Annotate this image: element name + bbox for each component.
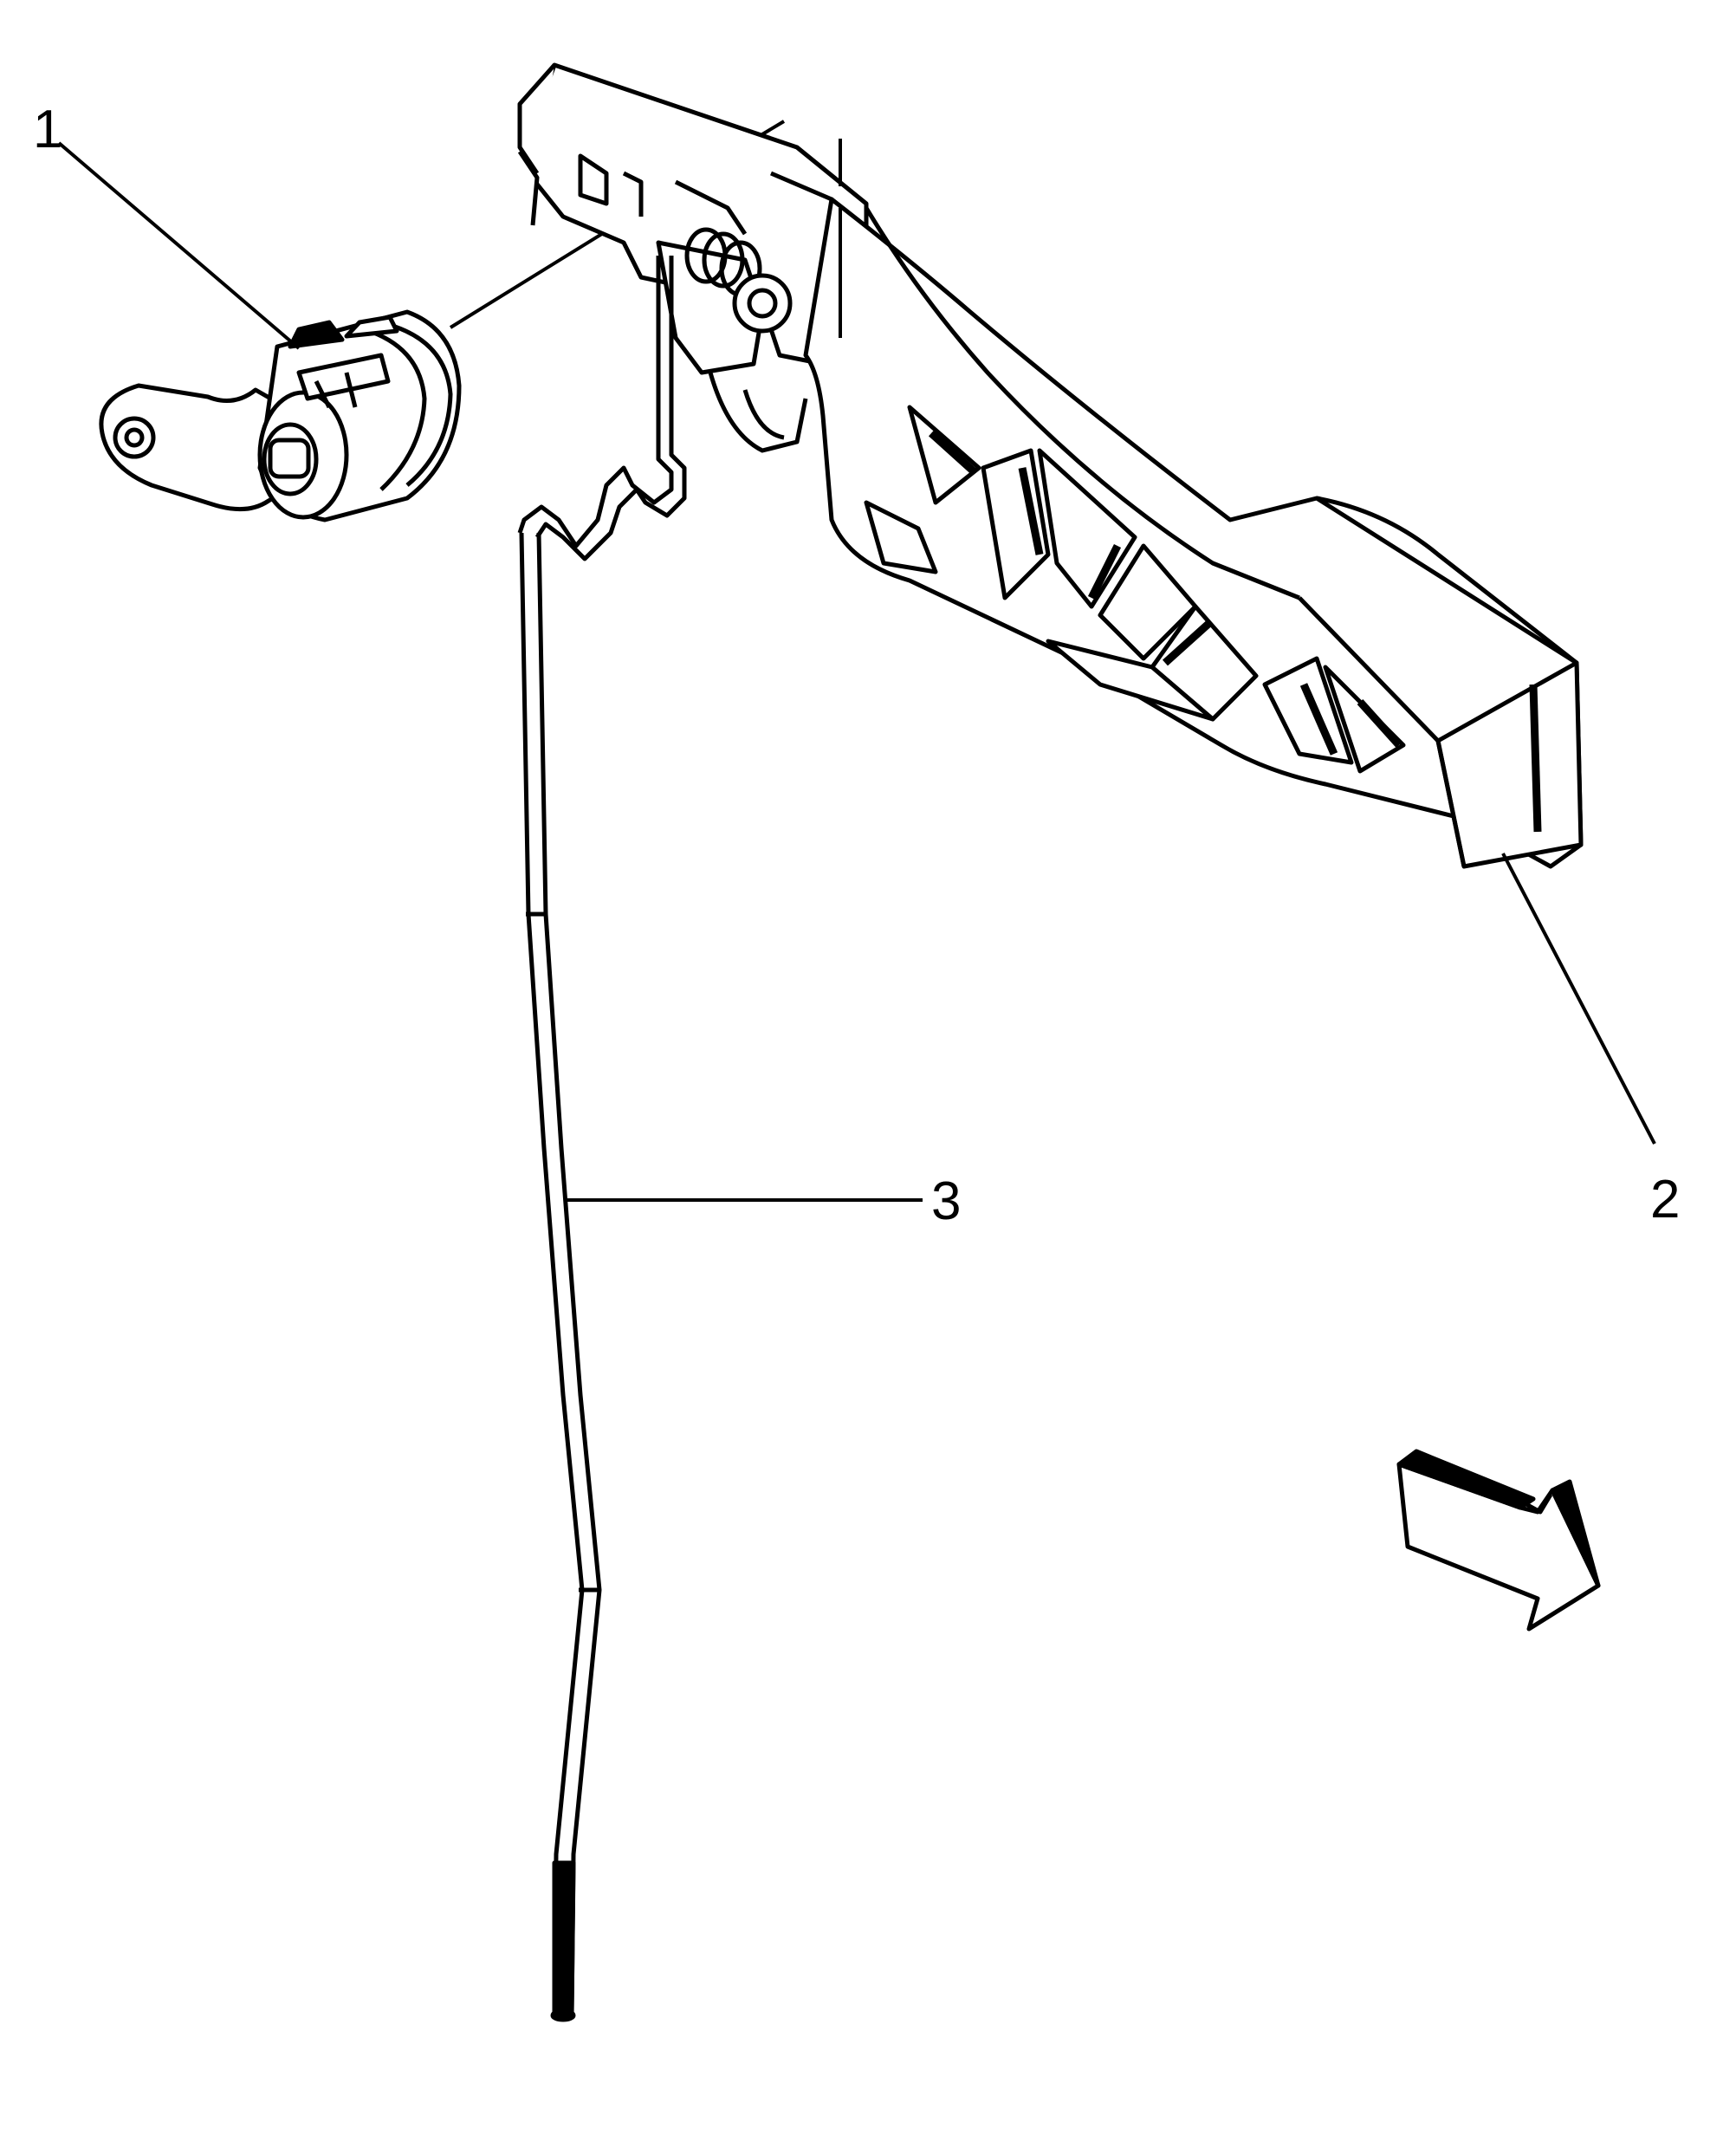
callout-label-1: 1 (33, 100, 62, 159)
door-handle-part (517, 62, 1584, 869)
callout-label-2: 2 (1650, 1170, 1680, 1229)
direction-arrow-icon (1396, 1449, 1601, 1632)
leader-1 (57, 141, 301, 350)
actuator-rod-part (517, 256, 687, 2022)
callout-label-3: 3 (931, 1171, 961, 1231)
lock-cylinder-part (99, 309, 462, 522)
callout-leaders (57, 141, 1656, 1202)
leader-2 (1501, 853, 1656, 1145)
